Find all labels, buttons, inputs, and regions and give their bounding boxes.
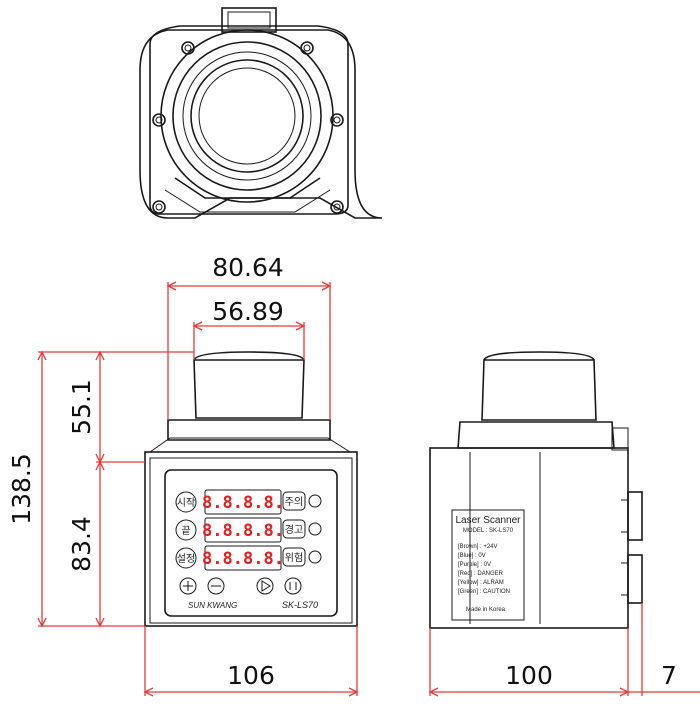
product-label: Laser Scanner MODEL : SK-LS70 [Brown] : … xyxy=(451,509,525,621)
label-wire-blue: [Blue] : 0V xyxy=(458,553,486,559)
label-wire-brown: [Brown] : +24V xyxy=(458,544,498,550)
side-view: Laser Scanner MODEL : SK-LS70 [Brown] : … xyxy=(429,351,643,629)
button-end[interactable]: 끝 xyxy=(175,519,197,541)
dimension-lines xyxy=(37,281,700,697)
pause-icon xyxy=(289,582,297,590)
button-start[interactable]: 시작 xyxy=(175,491,197,513)
dim-80-64: 80.64 xyxy=(212,253,284,282)
model-name: SK-LS70 xyxy=(282,600,318,610)
pause-button[interactable] xyxy=(284,577,302,595)
plus-button[interactable] xyxy=(179,577,197,595)
svg-text:설정: 설정 xyxy=(177,553,195,565)
indicator-lamp-icon xyxy=(308,522,322,536)
top-view xyxy=(139,7,383,219)
dim-100: 100 xyxy=(505,661,553,690)
play-icon xyxy=(261,580,271,592)
screw-icon xyxy=(152,41,344,214)
indicator-lamp-icon xyxy=(308,494,322,508)
label-wire-red: [Red] : DANGER xyxy=(458,571,504,577)
minus-circle-icon xyxy=(207,577,225,595)
svg-text:8.8.8.8.: 8.8.8.8. xyxy=(202,521,284,541)
brand-name: SUN KWANG xyxy=(188,601,237,610)
svg-text:8.8.8.8.: 8.8.8.8. xyxy=(202,549,284,569)
dim-83-4: 83.4 xyxy=(67,516,96,572)
segment-display-3: 8.8.8.8. xyxy=(202,545,284,571)
label-wire-purple: [Purple] : 0V xyxy=(458,562,491,568)
svg-text:주의: 주의 xyxy=(285,496,303,508)
dim-106: 106 xyxy=(227,661,275,690)
label-model: MODEL : SK-LS70 xyxy=(463,528,514,534)
dim-7: 7 xyxy=(661,661,677,690)
label-origin: Made in Korea xyxy=(466,607,506,613)
segment-display-1: 8.8.8.8. xyxy=(202,489,284,515)
dim-138-5: 138.5 xyxy=(7,453,36,525)
indicator-lamp-icon xyxy=(308,550,322,564)
dim-56-89: 56.89 xyxy=(212,297,284,326)
segment-display-2: 8.8.8.8. xyxy=(202,517,284,543)
svg-text:시작: 시작 xyxy=(177,497,195,509)
indicator-warning: 경고 xyxy=(282,519,322,539)
svg-text:8.8.8.8.: 8.8.8.8. xyxy=(202,493,284,513)
minus-button[interactable] xyxy=(207,577,225,595)
play-button[interactable] xyxy=(256,577,274,595)
label-wire-green: [Green] : CAUTION xyxy=(458,589,510,595)
svg-text:끝: 끝 xyxy=(181,525,190,537)
front-view: 시작 끝 설정 8.8.8.8. 8.8.8.8. 8.8.8.8. 주의 xyxy=(144,351,358,627)
label-wire-yellow: [Yellow] : ALRAM xyxy=(458,580,504,586)
plus-circle-icon xyxy=(179,577,197,595)
indicator-caution: 주의 xyxy=(282,491,322,511)
button-settings[interactable]: 설정 xyxy=(175,547,197,569)
indicator-danger: 위험 xyxy=(282,547,322,567)
svg-text:위험: 위험 xyxy=(285,551,303,564)
svg-text:경고: 경고 xyxy=(285,523,303,536)
dim-55-1: 55.1 xyxy=(67,379,96,435)
label-title: Laser Scanner xyxy=(455,515,521,526)
